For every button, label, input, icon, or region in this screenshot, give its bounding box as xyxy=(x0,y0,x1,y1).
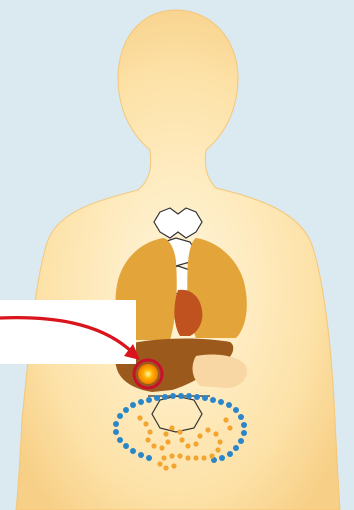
callout-label xyxy=(0,300,136,364)
highlight-glow xyxy=(138,364,158,384)
